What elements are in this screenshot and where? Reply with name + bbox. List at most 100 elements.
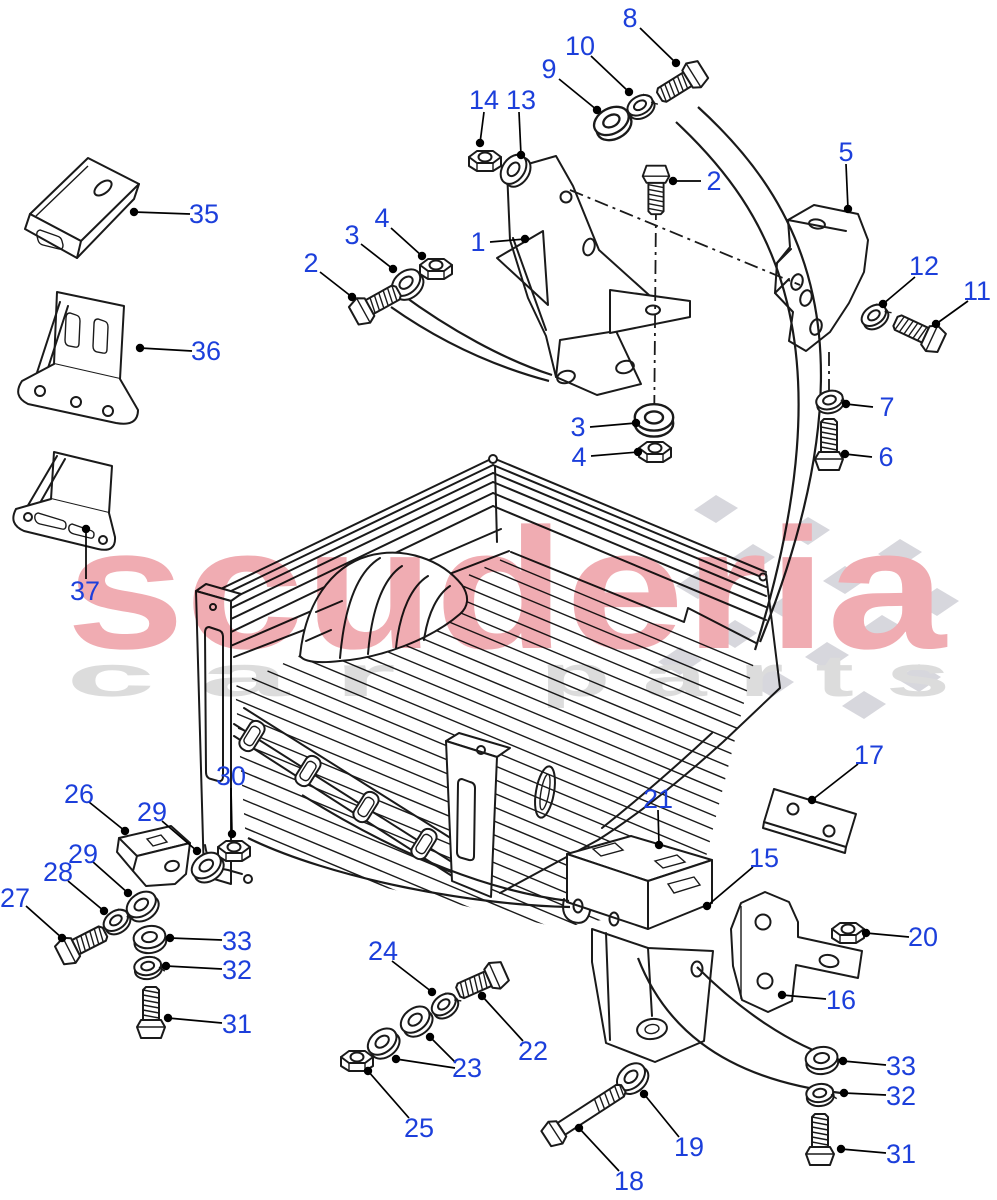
callout-35-dot — [129, 207, 139, 217]
callout-15-leader — [706, 866, 754, 907]
callout-23: 23 — [391, 1032, 482, 1083]
callout-1-leader — [489, 238, 526, 243]
callout-30-label[interactable]: 30 — [216, 761, 246, 791]
callout-4a-leader — [390, 227, 423, 257]
nut-4a — [419, 258, 453, 280]
callout-23-label[interactable]: 23 — [452, 1053, 482, 1083]
callout-27-label[interactable]: 27 — [0, 883, 30, 913]
callout-33a: 33 — [165, 926, 252, 956]
callout-22-label[interactable]: 22 — [518, 1036, 548, 1066]
callout-35: 35 — [129, 199, 219, 229]
callout-24-label[interactable]: 24 — [368, 936, 398, 966]
callout-25: 25 — [363, 1066, 434, 1143]
callout-27-leader — [25, 905, 63, 939]
callout-15-label[interactable]: 15 — [749, 843, 779, 873]
callout-32b-label[interactable]: 32 — [886, 1081, 916, 1111]
callout-33b-leader — [842, 1060, 887, 1066]
callout-14-label[interactable]: 14 — [469, 85, 499, 115]
callout-11-dot — [931, 319, 941, 329]
callout-13: 13 — [506, 85, 536, 160]
callout-31b-label[interactable]: 31 — [886, 1139, 916, 1169]
callout-5-label[interactable]: 5 — [838, 137, 853, 167]
callout-8-label[interactable]: 8 — [622, 3, 637, 33]
callout-29a-label[interactable]: 29 — [137, 797, 167, 827]
callout-28-label[interactable]: 28 — [43, 857, 73, 887]
wheel-arch-ribs — [305, 557, 451, 659]
callout-36: 36 — [135, 336, 221, 366]
callout-12-dot — [878, 299, 888, 309]
callout-22: 22 — [477, 991, 548, 1066]
spring-washer-12 — [856, 297, 896, 335]
bed-foot-hole — [243, 874, 253, 884]
callout-10-leader — [590, 55, 630, 93]
callout-30-leader — [230, 787, 233, 835]
callout-4a-label[interactable]: 4 — [374, 203, 389, 233]
callout-36-label[interactable]: 36 — [191, 336, 221, 366]
callout-2b: 2 — [668, 166, 722, 196]
bracket-37 — [12, 451, 117, 551]
callout-21-label[interactable]: 21 — [643, 784, 673, 814]
callout-23-leader — [395, 1058, 456, 1069]
callout-21: 21 — [643, 784, 673, 850]
callout-10-label[interactable]: 10 — [565, 31, 595, 61]
callout-12: 12 — [878, 251, 939, 309]
callout-27: 27 — [0, 883, 67, 943]
bed-right-outer-edge — [499, 573, 781, 894]
callout-19-label[interactable]: 19 — [674, 1132, 704, 1162]
flag-diamond — [750, 669, 794, 697]
callout-4b-label[interactable]: 4 — [571, 442, 586, 472]
callout-8: 8 — [622, 3, 681, 68]
callout-14-leader — [479, 111, 485, 144]
callout-32a-label[interactable]: 32 — [222, 955, 252, 985]
flag-diamond — [823, 566, 867, 594]
callout-9-dot — [592, 105, 602, 115]
callout-3b-label[interactable]: 3 — [570, 412, 585, 442]
callout-31b-dot — [836, 1144, 846, 1154]
callout-9-leader — [558, 78, 598, 111]
callout-29a-dot — [192, 846, 202, 856]
callout-7-label[interactable]: 7 — [879, 392, 894, 422]
watermark-title: scuderia — [66, 493, 948, 685]
callout-1-label[interactable]: 1 — [470, 227, 485, 257]
callout-3b-dot — [631, 418, 641, 428]
callout-33b-label[interactable]: 33 — [886, 1051, 916, 1081]
callout-2b-label[interactable]: 2 — [706, 166, 721, 196]
bolt-11 — [888, 307, 949, 357]
callout-12-label[interactable]: 12 — [909, 251, 939, 281]
callout-37: 37 — [70, 524, 100, 606]
callout-35-label[interactable]: 35 — [189, 199, 219, 229]
callout-33a-label[interactable]: 33 — [222, 926, 252, 956]
callout-16-leader — [781, 994, 827, 1000]
callout-6-dot — [840, 449, 850, 459]
callout-13-label[interactable]: 13 — [506, 85, 536, 115]
callout-14: 14 — [469, 85, 499, 148]
callout-31a-label[interactable]: 31 — [222, 1009, 252, 1039]
callout-17-leader — [811, 763, 859, 801]
callout-26-label[interactable]: 26 — [64, 779, 94, 809]
callout-11-label[interactable]: 11 — [963, 276, 991, 306]
callout-17-label[interactable]: 17 — [854, 740, 884, 770]
callout-12-leader — [882, 276, 916, 305]
callout-37-label[interactable]: 37 — [70, 576, 100, 606]
flag-diamond — [805, 642, 849, 670]
nut-20 — [831, 922, 865, 944]
callout-16-label[interactable]: 16 — [826, 985, 856, 1015]
bed-corner-channel-slot — [456, 778, 476, 862]
flag-diamond — [786, 517, 830, 545]
callout-11: 11 — [931, 276, 991, 329]
flag-diamond — [768, 593, 812, 621]
callout-6-label[interactable]: 6 — [878, 442, 893, 472]
callout-2a-label[interactable]: 2 — [303, 248, 318, 278]
callout-1-dot — [520, 234, 530, 244]
callout-18-label[interactable]: 18 — [614, 1166, 644, 1196]
callout-25-label[interactable]: 25 — [404, 1113, 434, 1143]
callout-3a-label[interactable]: 3 — [344, 220, 359, 250]
callout-20-label[interactable]: 20 — [908, 922, 938, 952]
callout-9-label[interactable]: 9 — [541, 54, 556, 84]
callout-32a-dot — [161, 961, 171, 971]
callout-32b-leader — [843, 1092, 887, 1096]
bolt-31b — [805, 1113, 835, 1166]
callout-29b-label[interactable]: 29 — [68, 839, 98, 869]
callout-28-dot — [99, 906, 109, 916]
